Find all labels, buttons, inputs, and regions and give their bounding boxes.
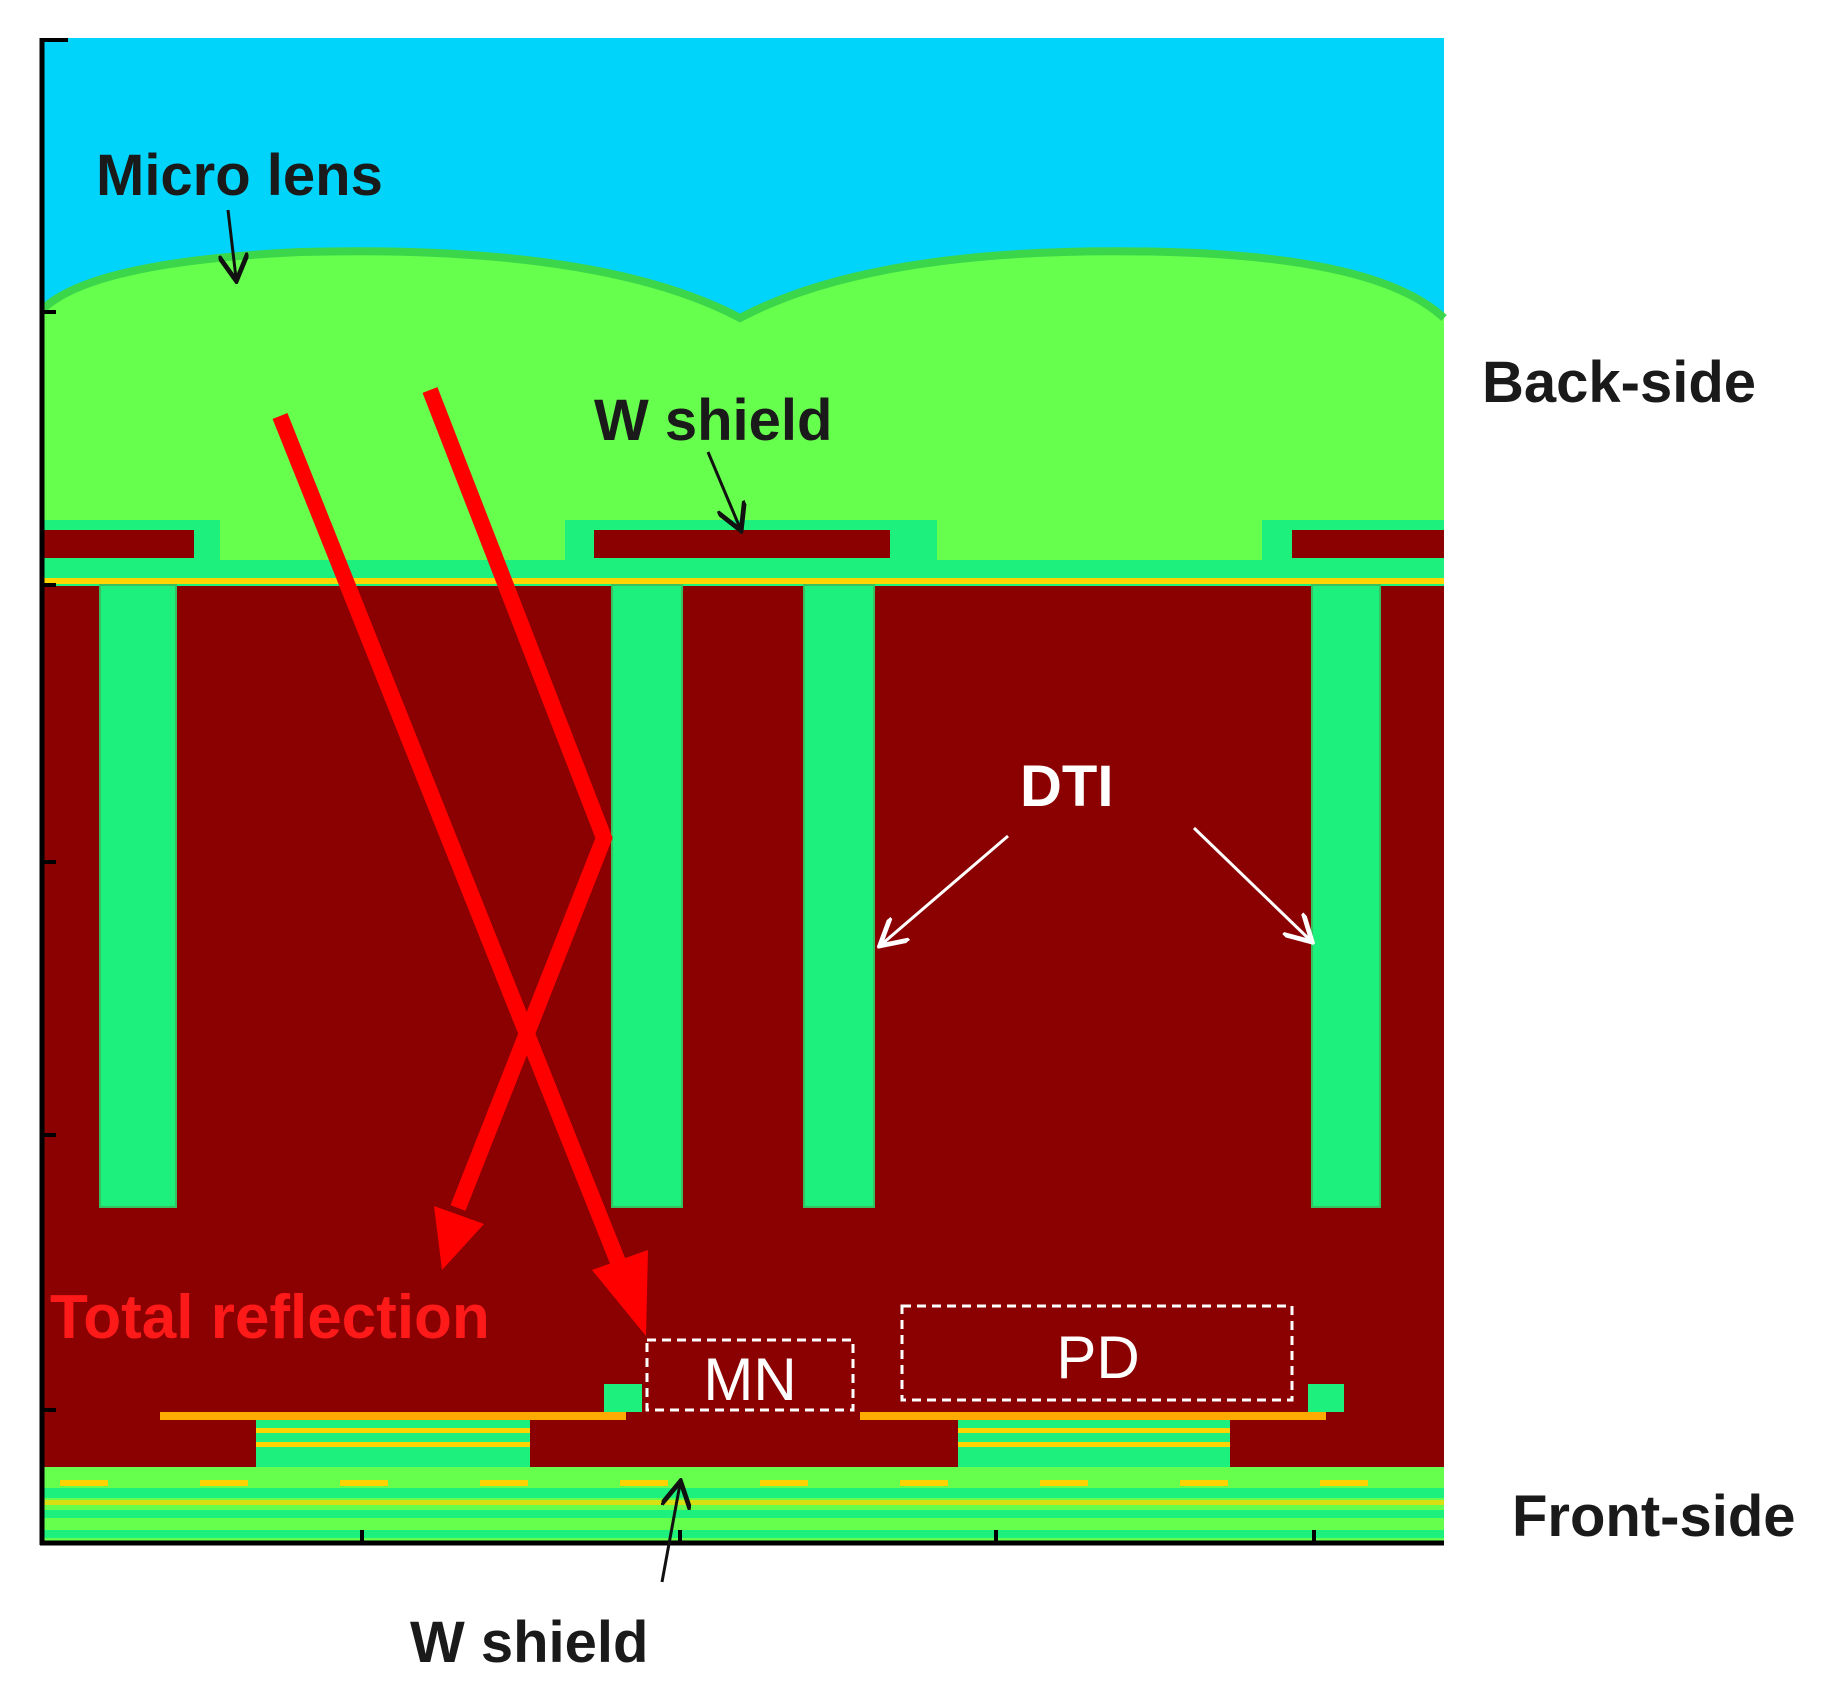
pointer-arrows	[228, 209, 1310, 1583]
micro-lens-layer	[42, 251, 1444, 585]
reflected-light-ray-arrowhead	[434, 1206, 484, 1270]
silicon-substrate	[42, 585, 1444, 1467]
direct-light-ray	[272, 413, 626, 1265]
gate-line	[860, 1412, 1326, 1420]
pd-label: PD	[1056, 1324, 1139, 1391]
w-shield-block	[42, 530, 194, 558]
back-side-label: Back-side	[1482, 350, 1756, 415]
front-side-structures	[160, 1384, 1344, 1468]
mn-label: MN	[703, 1346, 796, 1413]
w-shield-segment	[340, 1480, 388, 1486]
metal-stack-line	[256, 1442, 530, 1447]
w-shield-backside-grid	[42, 520, 1444, 562]
w-shield-top-label: W shield	[594, 388, 832, 453]
metal-stack-line	[958, 1442, 1230, 1447]
front-dielectric-band	[42, 1510, 1444, 1518]
backside-interface-line	[42, 578, 1444, 584]
w-shield-segment	[60, 1480, 108, 1486]
light-rays	[272, 387, 648, 1336]
front-dielectric-band	[42, 1530, 1444, 1538]
contact-pad	[1308, 1384, 1344, 1412]
reflected-light-ray	[422, 387, 613, 1211]
w-shield-block	[594, 530, 890, 558]
dti-pointer-right	[1192, 826, 1310, 940]
dti-pillar	[1311, 584, 1381, 1208]
w-shield-segment	[200, 1480, 248, 1486]
w-shield-segment	[1320, 1480, 1368, 1486]
w-shield-bottom-pointer	[660, 1484, 680, 1583]
front-side-layer	[42, 1467, 1444, 1543]
direct-light-ray-arrowhead	[592, 1250, 648, 1336]
total-reflection-label: Total reflection	[50, 1283, 490, 1352]
gate-line	[160, 1412, 626, 1420]
w-shield-segment	[1180, 1480, 1228, 1486]
dti-pillars	[99, 584, 1381, 1208]
w-shield-segment	[620, 1480, 668, 1486]
contact-pad	[604, 1384, 642, 1412]
dti-pointer-left	[882, 834, 1009, 944]
w-shield-segment	[900, 1480, 948, 1486]
micro-lens-label: Micro lens	[96, 143, 383, 208]
w-shield-segment	[760, 1480, 808, 1486]
w-shield-frontside-segments	[42, 1480, 1444, 1505]
pd-region-box	[900, 1304, 1294, 1402]
dti-pillar	[803, 584, 875, 1208]
simulation-domain	[39, 38, 1447, 1543]
metal-stack-line	[256, 1428, 530, 1433]
mn-region-box	[645, 1338, 855, 1412]
plot-axes	[39, 38, 1444, 1546]
front-side-label: Front-side	[1512, 1484, 1796, 1549]
dti-pillar	[99, 584, 177, 1208]
dti-label: DTI	[1020, 754, 1113, 819]
w-shield-bottom-label: W shield	[410, 1610, 648, 1675]
w-shield-top-pointer	[706, 451, 740, 528]
w-shield-segment	[42, 1500, 1444, 1505]
w-shield-block	[1292, 530, 1444, 558]
front-dielectric-band	[42, 1488, 1444, 1498]
metal-stack-line	[958, 1428, 1230, 1433]
micro-lens-pointer	[228, 209, 236, 278]
w-shield-segment	[480, 1480, 528, 1486]
dti-pillar	[611, 584, 683, 1208]
w-shield-segment	[1040, 1480, 1088, 1486]
